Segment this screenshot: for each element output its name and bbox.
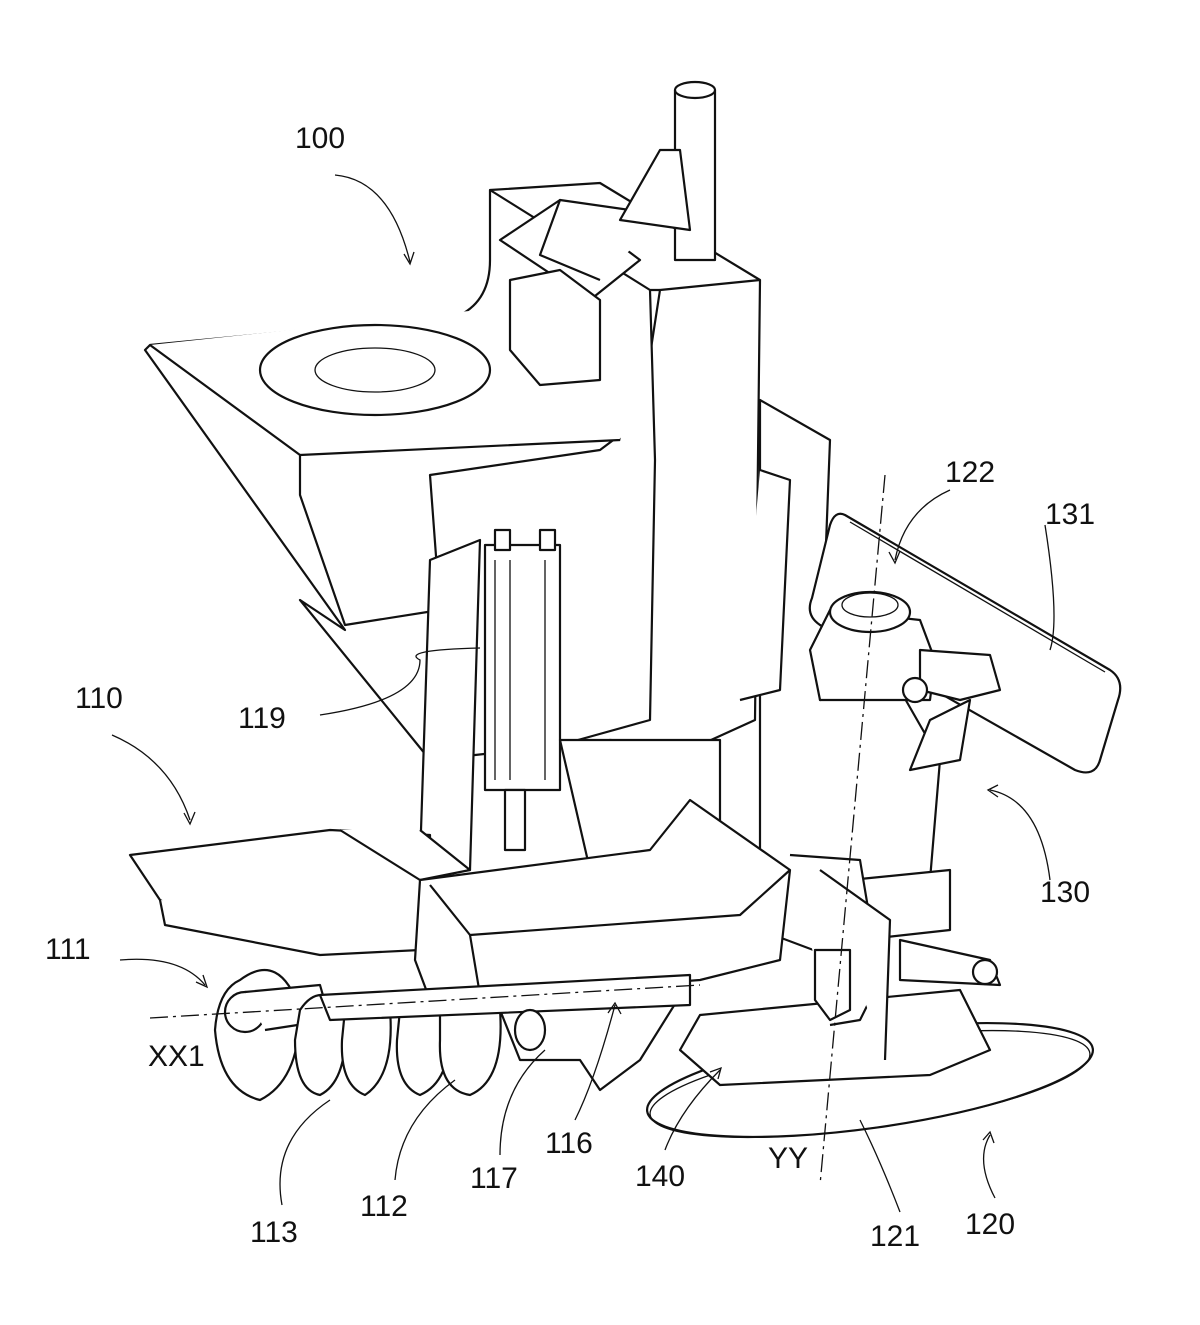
label-122: 122	[945, 456, 996, 489]
label-yy: YY	[768, 1142, 809, 1175]
motor-122	[808, 590, 1002, 772]
label-130: 130	[1040, 876, 1091, 909]
axis-xx1	[149, 984, 701, 1019]
label-100: 100	[295, 122, 346, 155]
label-xx1: XX1	[148, 1040, 205, 1073]
cutting-disc-120	[645, 988, 1095, 1139]
label-120: 120	[965, 1208, 1016, 1241]
rear-arm	[758, 398, 1002, 987]
label-116: 116	[545, 1127, 593, 1160]
label-117: 117	[470, 1162, 518, 1195]
label-119: 119	[238, 702, 286, 735]
label-112: 112	[360, 1190, 408, 1223]
label-110: 110	[75, 682, 123, 715]
label-113: 113	[250, 1216, 298, 1249]
shield-131	[808, 512, 1122, 774]
main-frame-100	[143, 80, 792, 762]
label-140: 140	[635, 1160, 686, 1193]
label-111: 111	[45, 933, 91, 966]
axis-yy	[819, 474, 886, 1186]
label-121: 121	[870, 1220, 921, 1253]
leader-lines	[111, 174, 1055, 1213]
label-131: 131	[1045, 498, 1096, 531]
wheels-111-113	[213, 969, 692, 1102]
